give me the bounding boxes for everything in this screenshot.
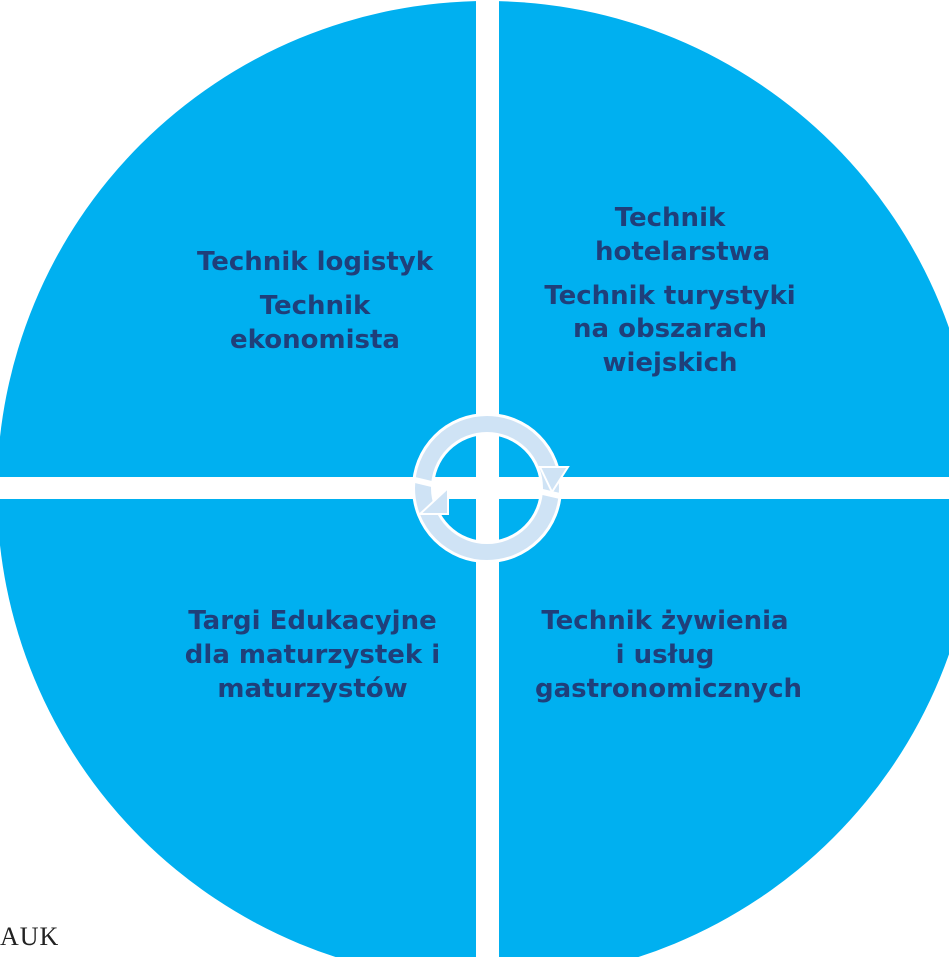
quadrant-bottom-right-label: Technik żywienia i usług gastronomicznyc… [520, 605, 810, 706]
label-technik-logistyk: Technik logistyk [196, 247, 434, 277]
quadrant-top-right-label: Technik hotelarstwa Technik turystyki na… [525, 202, 815, 381]
quadrant-top-left [0, 1, 476, 477]
quadrant-top-left-label: Technik logistyk Technik ekonomista [185, 246, 445, 357]
label-technik-hotelarstwa: Technik hotelarstwa [595, 203, 771, 267]
label-targi-edukacyjne: Targi Edukacyjne dla maturzystek i matur… [184, 606, 441, 704]
footer-text: AUK [0, 922, 60, 951]
label-technik-zywienia: Technik żywienia i usług gastronomicznyc… [535, 606, 803, 704]
label-technik-ekonomista: Technik ekonomista [230, 290, 400, 355]
quadrant-bottom-left-label: Targi Edukacyjne dla maturzystek i matur… [175, 605, 450, 706]
quadrant-bottom-left [0, 499, 476, 957]
quadrant-bottom-right [499, 499, 949, 957]
label-technik-turystyki: Technik turystyki na obszarach wiejskich [544, 280, 796, 379]
circular-arrows-cycle-icon [412, 413, 570, 563]
